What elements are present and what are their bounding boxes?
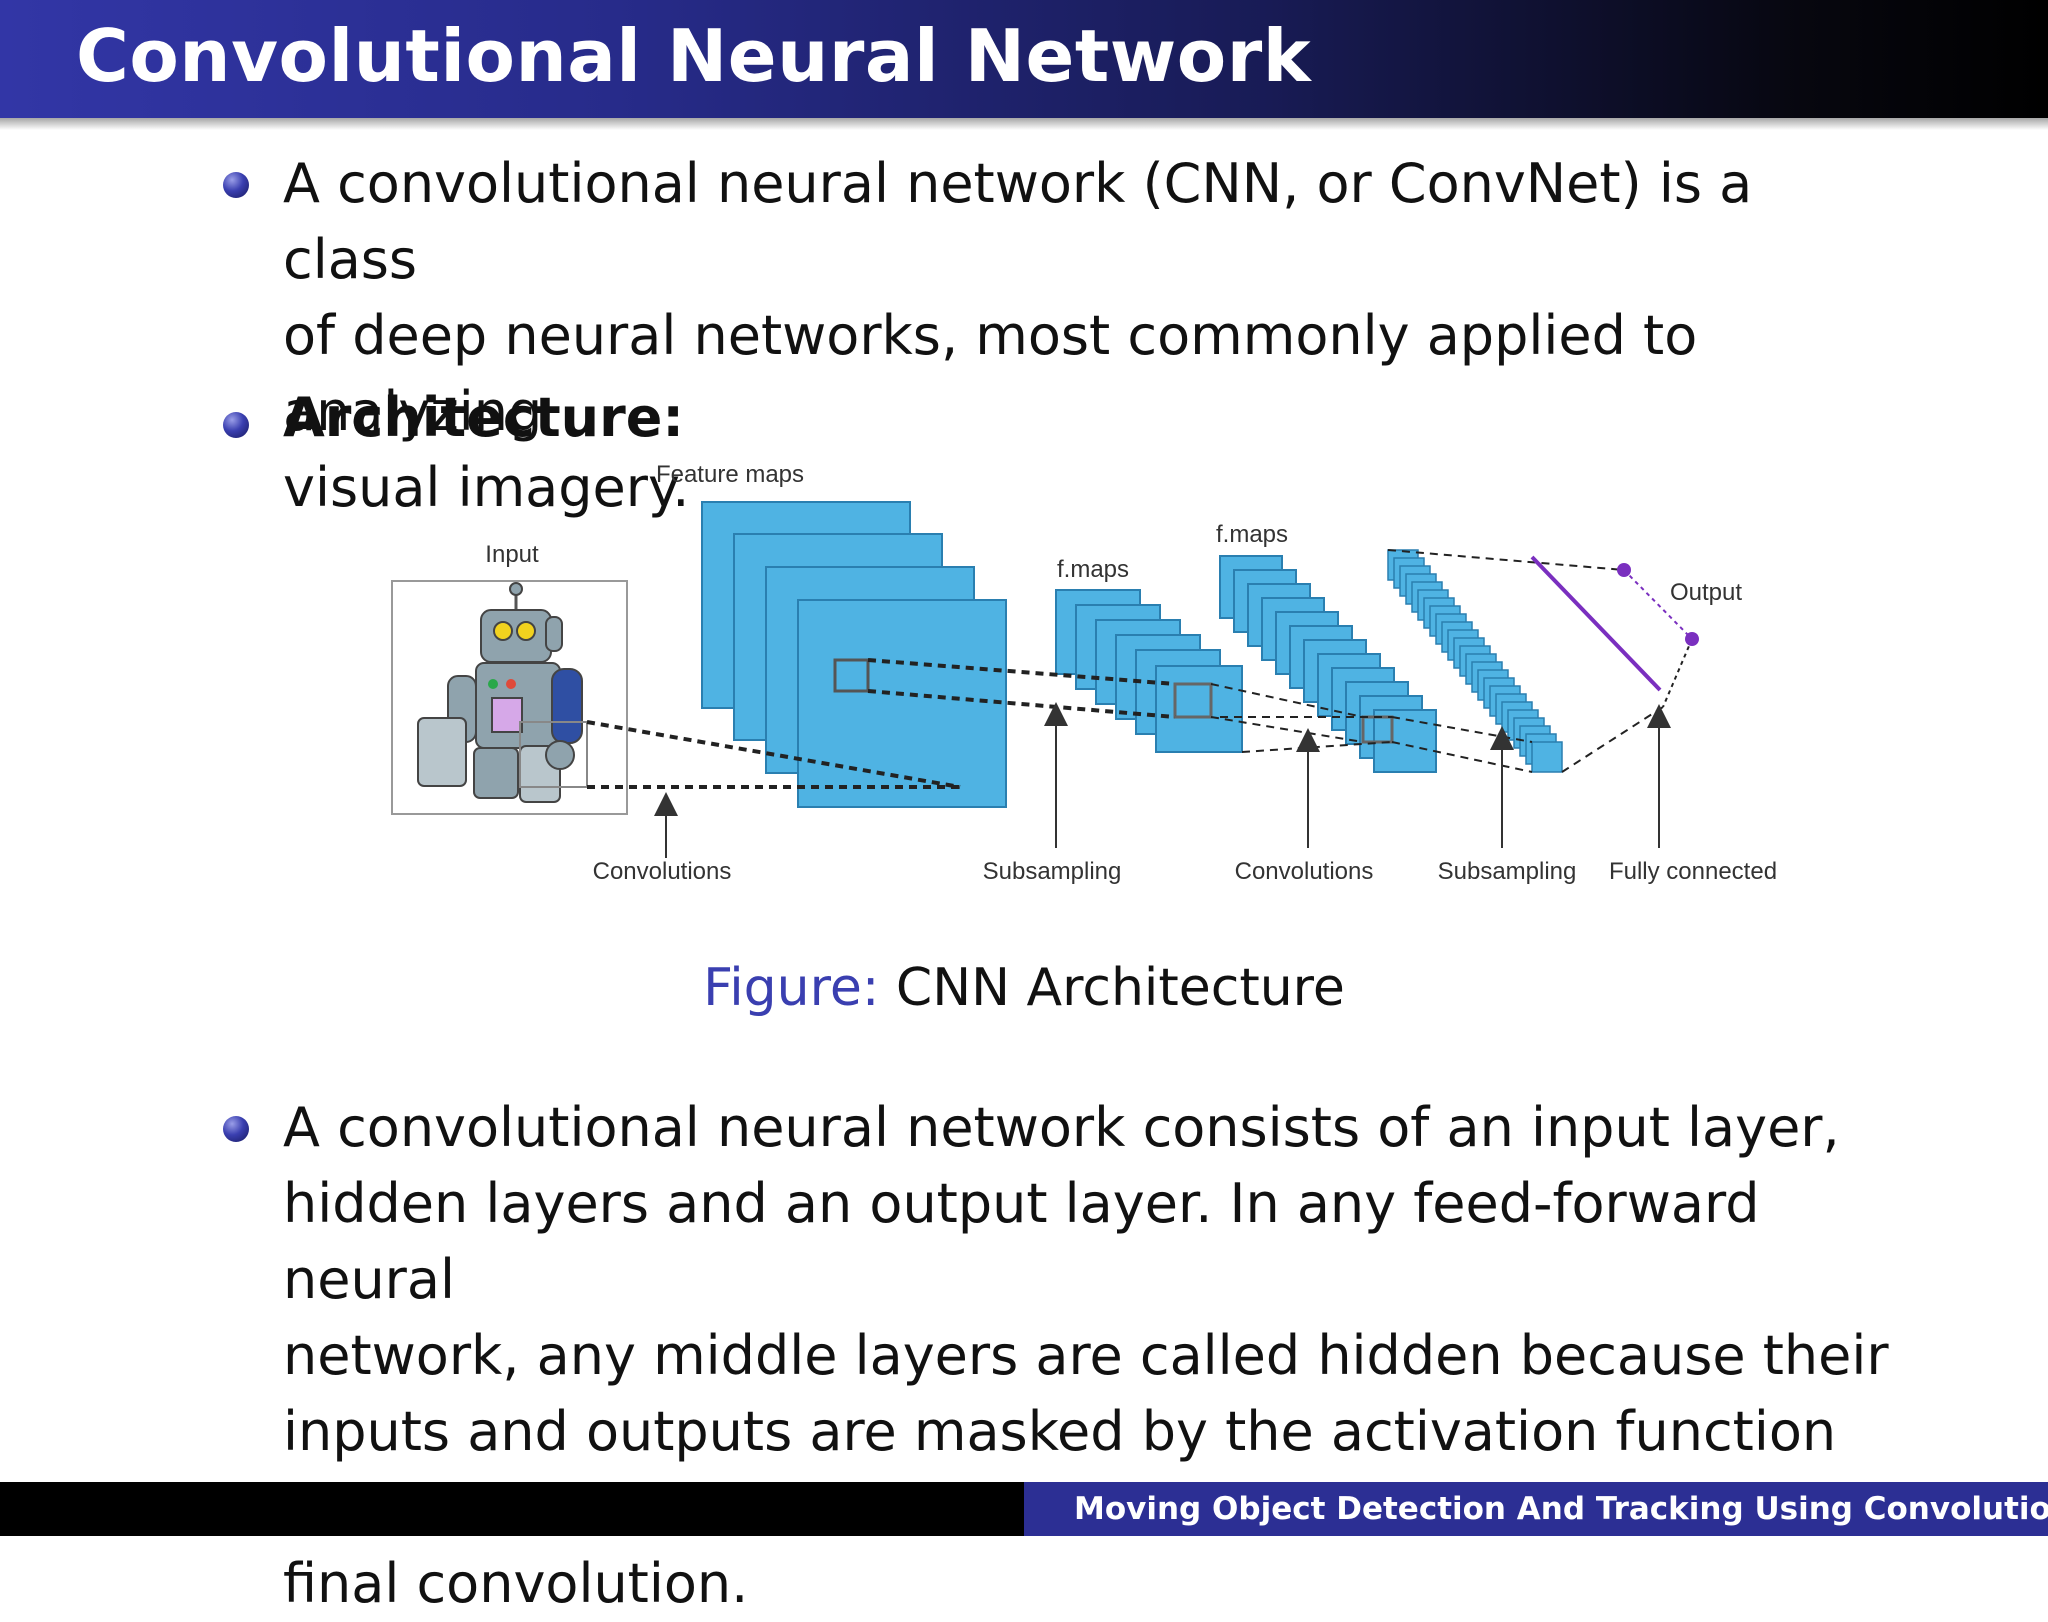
bullet-definition: A convolutional neural network (CNN, or … — [283, 146, 1903, 526]
output-label: Output — [1670, 579, 1742, 606]
bullet-icon — [223, 172, 249, 198]
robot-icon — [417, 582, 583, 803]
slide-title: Convolutional Neural Network — [76, 14, 1312, 98]
cnn-architecture-diagram: Feature maps Input f.maps f.maps Output — [391, 461, 1777, 885]
input-image — [391, 580, 628, 815]
bullet-icon — [223, 1116, 249, 1142]
bullet-icon — [223, 412, 249, 438]
output-layer — [1530, 555, 1699, 708]
fmaps-label-2: f.maps — [1216, 521, 1288, 548]
stage-arrows — [654, 702, 1671, 858]
convolutions-label-2: Convolutions — [1235, 858, 1374, 885]
fmaps-label-1: f.maps — [1057, 556, 1129, 583]
bullet-line: hidden layers and an output layer. In an… — [283, 1172, 1760, 1311]
bullet-line: visual imagery. — [283, 456, 690, 519]
footer-left-bar — [0, 1482, 1024, 1536]
footer-right-bar: Moving Object Detection And Tracking Usi… — [1024, 1482, 2048, 1536]
title-bar-shadow — [0, 118, 2048, 130]
bullet-line: A convolutional neural network consists … — [283, 1096, 1840, 1159]
bullet-line: final convolution. — [283, 1552, 749, 1615]
feature-maps-label: Feature maps — [656, 461, 804, 488]
feature-maps-stack — [701, 501, 1007, 808]
input-label: Input — [485, 541, 539, 568]
title-bar — [0, 0, 2048, 118]
fully-connected-label: Fully connected — [1609, 858, 1777, 885]
figure-caption-text: CNN Architecture — [895, 958, 1345, 1018]
figure-caption: Figure: CNN Architecture — [0, 958, 2048, 1018]
bullet-line: A convolutional neural network (CNN, or … — [283, 152, 1753, 291]
output-node-1 — [1617, 563, 1631, 577]
bullet-line: inputs and outputs are masked by the act… — [283, 1400, 1837, 1539]
convolutions-label-1: Convolutions — [593, 858, 732, 885]
bullet-layers: A convolutional neural network consists … — [283, 1090, 1903, 1622]
subsampled-maps-stack-2 — [1387, 549, 1563, 773]
conv2-maps-stack — [1219, 555, 1437, 773]
bullet-line: network, any middle layers are called hi… — [283, 1324, 1889, 1387]
subsampled-maps-stack — [1055, 589, 1243, 753]
output-node-2 — [1685, 632, 1699, 646]
bullet-line: of deep neural networks, most commonly a… — [283, 304, 1698, 443]
footer-title: Moving Object Detection And Tracking Usi… — [1074, 1491, 2048, 1527]
figure-label: Figure: — [703, 958, 880, 1018]
subsampling-label-2: Subsampling — [1438, 858, 1577, 885]
bullet-architecture: Architecture: — [283, 386, 684, 449]
subsampling-label-1: Subsampling — [983, 858, 1122, 885]
